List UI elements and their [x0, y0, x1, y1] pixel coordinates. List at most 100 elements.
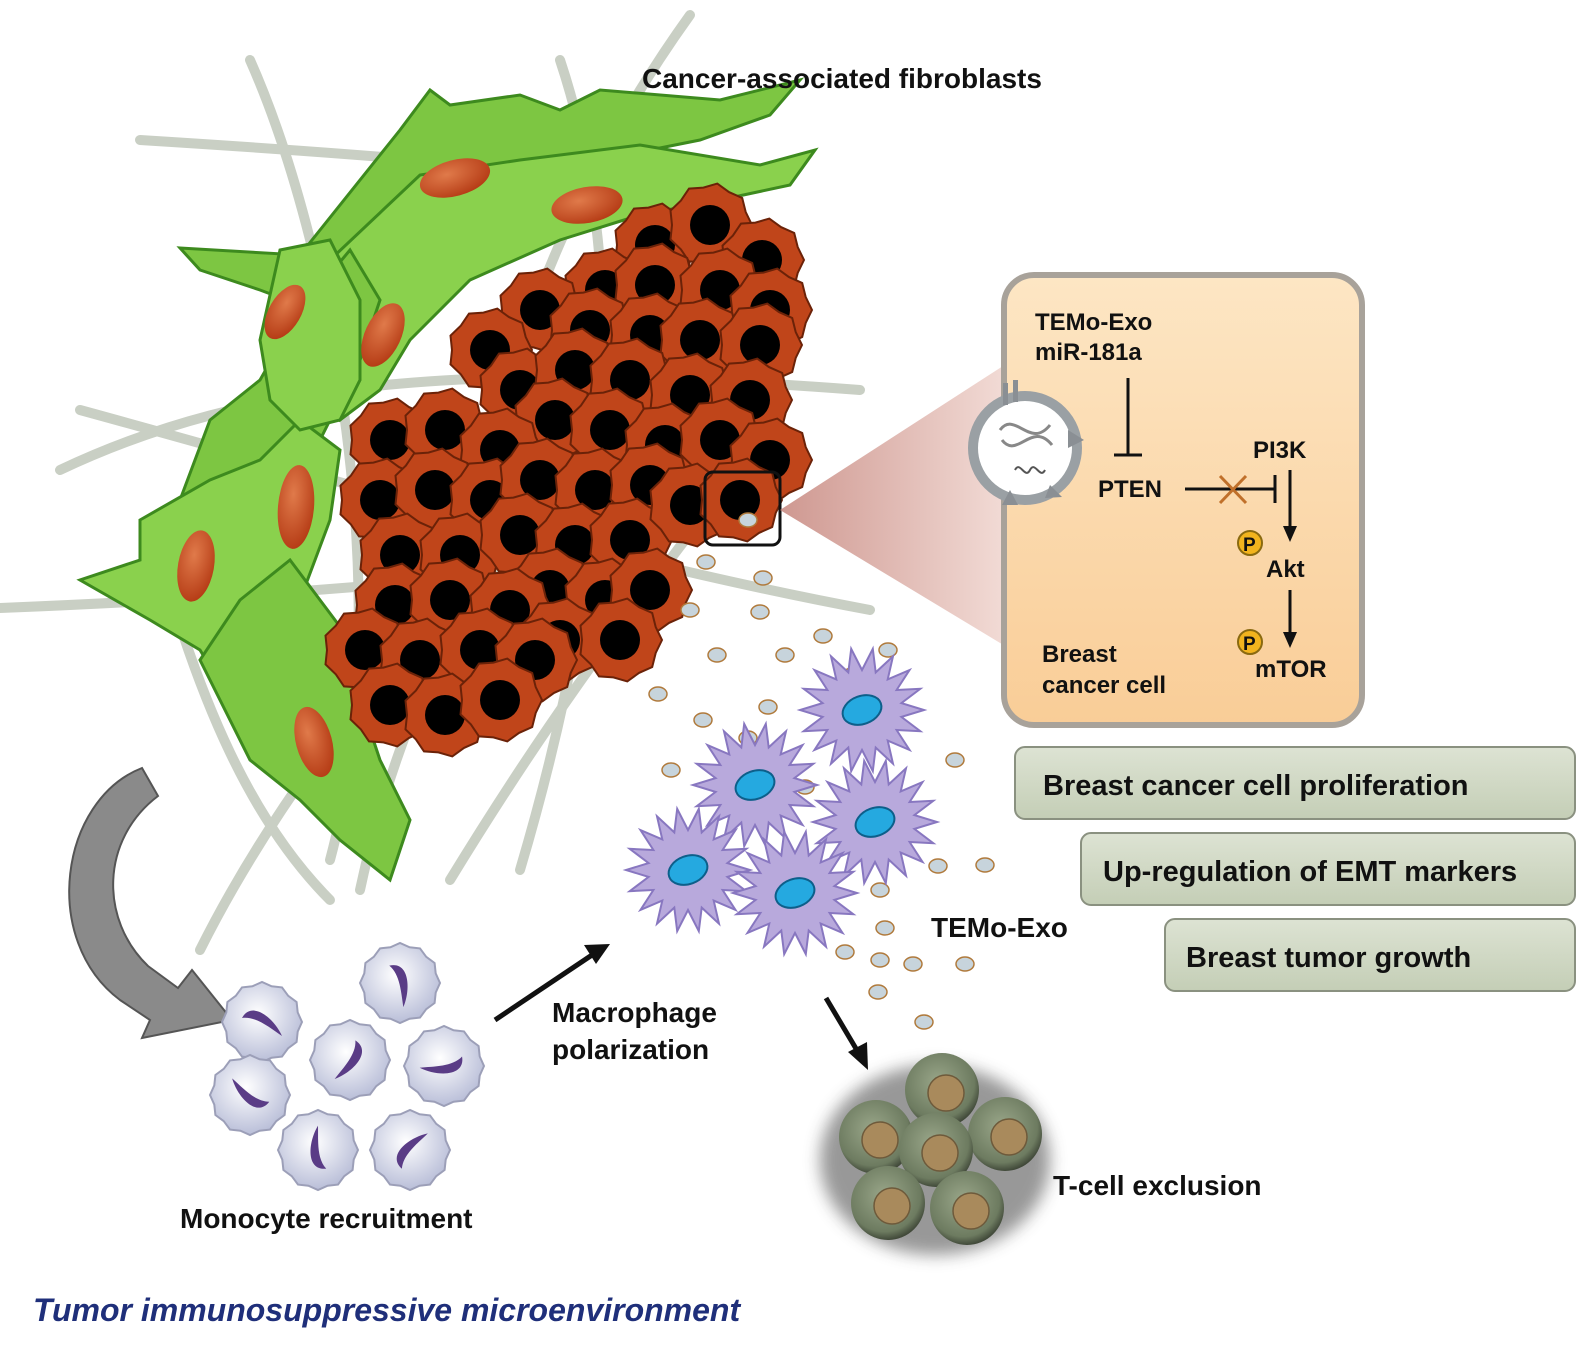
exosome-particle — [750, 604, 770, 620]
tumor-nucleus — [520, 460, 560, 500]
exosome-particle — [693, 712, 713, 728]
fibroblast-nucleus — [361, 303, 405, 367]
exosome-particle — [868, 984, 888, 1000]
t-cell-nucleus — [927, 1074, 965, 1112]
exosome-particle — [903, 956, 923, 972]
tumor-nucleus — [425, 410, 465, 450]
t-cell-nucleus — [952, 1192, 990, 1230]
tumor-nucleus — [610, 520, 650, 560]
exosome-particle — [835, 944, 855, 960]
outcome-text: Breast cancer cell proliferation — [1043, 770, 1469, 802]
exosome-particle — [878, 642, 898, 658]
fibroblast-nucleus — [551, 186, 623, 224]
inset-mirna-label: miR-181a — [1035, 339, 1142, 366]
outcome-box — [1014, 746, 1576, 820]
footer-caption: Tumor immunosuppressive microenvironment — [33, 1292, 741, 1328]
fibroblast-nucleus — [419, 158, 491, 198]
macrophage-nucleus — [774, 877, 816, 909]
mtor-label: mTOR — [1255, 656, 1327, 683]
exosome-particle — [870, 882, 890, 898]
fibroblast-nucleus — [264, 284, 306, 340]
monocyte-cluster — [208, 941, 486, 1192]
tumor-nucleus — [635, 265, 675, 305]
t-cell-nucleus — [990, 1118, 1028, 1156]
fibroblast-nucleus — [277, 465, 315, 549]
exclusion-arrow — [823, 996, 861, 1054]
outcome-text: Breast tumor growth — [1186, 942, 1471, 974]
macrophage-cluster — [622, 645, 941, 958]
exosome-particle — [870, 952, 890, 968]
exosome-particle — [813, 628, 833, 644]
tumor-nucleus — [370, 420, 410, 460]
signaling-inset: TEMo-Exo miR-181a PTEN PI3K P Akt P mTOR… — [968, 272, 1365, 728]
caf-label: Cancer-associated fibroblasts — [642, 63, 1042, 94]
recruitment-arrow — [68, 766, 234, 1040]
exosome-particle — [928, 858, 948, 874]
polarization-arrow — [493, 952, 594, 1023]
macrophage-label: polarization — [552, 1034, 709, 1065]
tumor-nucleus — [690, 205, 730, 245]
t-cell-nucleus — [873, 1187, 911, 1225]
exosome-particle — [758, 699, 778, 715]
exosome-particle — [875, 920, 895, 936]
tumor-nucleus — [460, 630, 500, 670]
tumor-nucleus — [345, 630, 385, 670]
monocyte-label: Monocyte recruitment — [180, 1203, 473, 1234]
tumor-nucleus — [415, 470, 455, 510]
monocyte-nucleus — [232, 1078, 270, 1108]
fibroblast-nucleus — [294, 706, 334, 778]
monocyte-nucleus — [242, 1010, 282, 1036]
macrophage-label: Macrophage — [552, 997, 717, 1028]
monocyte-nucleus — [334, 1040, 362, 1079]
monocyte-nucleus — [396, 1133, 428, 1169]
inset-exo-label: TEMo-Exo — [1035, 309, 1152, 336]
phospho-label: P — [1243, 535, 1256, 556]
tumor-nucleus — [375, 585, 415, 625]
monocyte-nucleus — [310, 1125, 327, 1169]
fibroblast-nucleus — [177, 530, 215, 602]
tumor-nucleus — [500, 515, 540, 555]
temo-exo-label: TEMo-Exo — [931, 912, 1068, 943]
arrowhead-icon — [848, 1042, 868, 1070]
tumor-nucleus — [400, 640, 440, 680]
arrowhead-icon — [1283, 632, 1297, 648]
tumor-nucleus — [425, 695, 465, 735]
t-cell-nucleus — [921, 1134, 959, 1172]
exosome-particle — [738, 512, 758, 528]
tumor-nucleus — [600, 620, 640, 660]
exosome-particle — [707, 647, 727, 663]
tumor-nucleus — [430, 580, 470, 620]
outcome-text: Up-regulation of EMT markers — [1103, 856, 1517, 888]
pi3k-label: PI3K — [1253, 437, 1307, 464]
macrophage-nucleus — [841, 694, 883, 726]
macrophage-nucleus — [734, 769, 776, 801]
phospho-icon — [1237, 629, 1263, 655]
exosome-particle — [696, 554, 716, 570]
tumor-nucleus — [380, 535, 420, 575]
tumor-nucleus — [370, 685, 410, 725]
exosome-vesicle-icon — [968, 380, 1084, 505]
exosome-particle — [955, 956, 975, 972]
phospho-icon — [1237, 530, 1263, 556]
tumor-nucleus — [535, 400, 575, 440]
highlight-box — [703, 470, 782, 547]
tumor-cell-cluster — [324, 182, 814, 758]
tumor-nucleus — [740, 325, 780, 365]
exosome-particle — [975, 857, 995, 873]
monocyte-nucleus — [419, 1056, 463, 1074]
fibroblast-6 — [258, 238, 362, 432]
exosome-particle — [753, 570, 773, 586]
macrophage-nucleus — [854, 806, 896, 838]
inset-cell-label: cancer cell — [1042, 672, 1166, 699]
exosome-particle — [775, 647, 795, 663]
tumor-nucleus — [575, 470, 615, 510]
pten-label: PTEN — [1098, 476, 1162, 503]
tumor-nucleus — [720, 480, 760, 520]
tcell-label: T-cell exclusion — [1053, 1170, 1262, 1201]
zoom-beam — [780, 355, 1020, 655]
arrowhead-icon — [584, 944, 610, 964]
t-cell-nucleus — [861, 1121, 899, 1159]
tumor-nucleus — [590, 410, 630, 450]
akt-label: Akt — [1266, 556, 1305, 583]
